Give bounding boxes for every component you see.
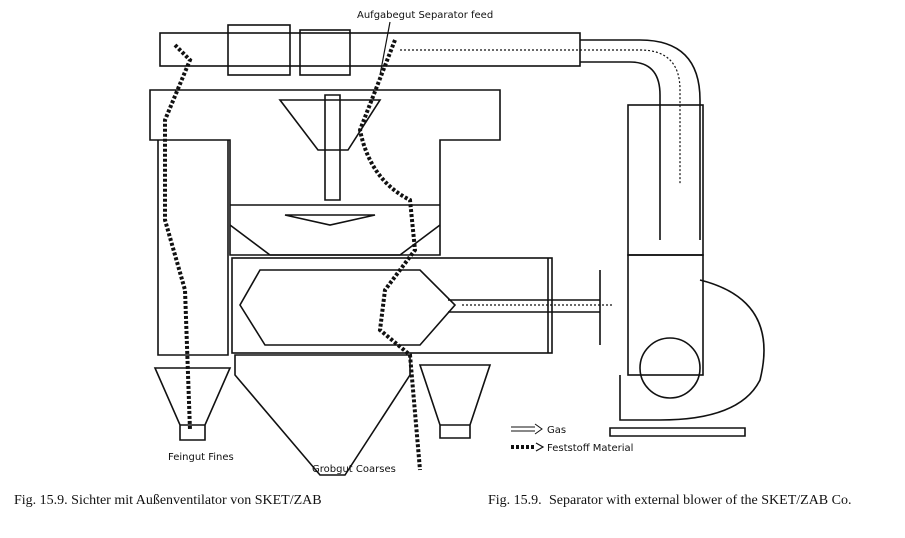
fines-label: Feingut Fines <box>168 452 234 463</box>
feed-label: Aufgabegut Separator feed <box>357 10 493 21</box>
coarses-label: Grobgut Coarses <box>312 464 396 475</box>
blower-base <box>609 427 746 437</box>
material-feed-path <box>357 39 422 471</box>
fines-cyclone <box>153 140 232 441</box>
upper-cone <box>229 224 441 256</box>
gas-inlet-duct <box>448 258 601 353</box>
gearbox <box>299 29 351 76</box>
inner-cone <box>239 269 457 346</box>
blower-frame <box>627 254 704 376</box>
legend-gas-symbol <box>511 423 543 435</box>
drive-motor <box>227 24 291 76</box>
separator-diagram: Aufgabegut Separator feed Feingut Fines … <box>149 10 765 476</box>
rotor-cone <box>278 99 382 151</box>
caption-english-text: Separator with external blower of the SK… <box>549 493 852 508</box>
separator-housing <box>149 89 501 256</box>
legend-gas-label: Gas <box>547 425 566 436</box>
blower-impeller <box>639 337 701 399</box>
riser-elbow <box>580 39 701 240</box>
rotor-shaft <box>324 94 341 201</box>
coarses-cone <box>234 354 411 476</box>
riser-duct <box>627 104 704 256</box>
right-cyclone <box>418 364 492 439</box>
gas-return-path <box>400 49 681 185</box>
legend-material-label: Feststoff Material <box>547 443 633 454</box>
material-fines-path <box>163 43 193 431</box>
caption-english-number: Fig. 15.9. <box>488 493 542 508</box>
blower-volute <box>619 279 765 421</box>
caption-german: Fig. 15.9. Sichter mit Außenventilator v… <box>14 493 322 508</box>
distributor-plate <box>230 204 440 226</box>
feed-arrow <box>379 21 391 76</box>
legend-material-arrow <box>535 442 545 452</box>
